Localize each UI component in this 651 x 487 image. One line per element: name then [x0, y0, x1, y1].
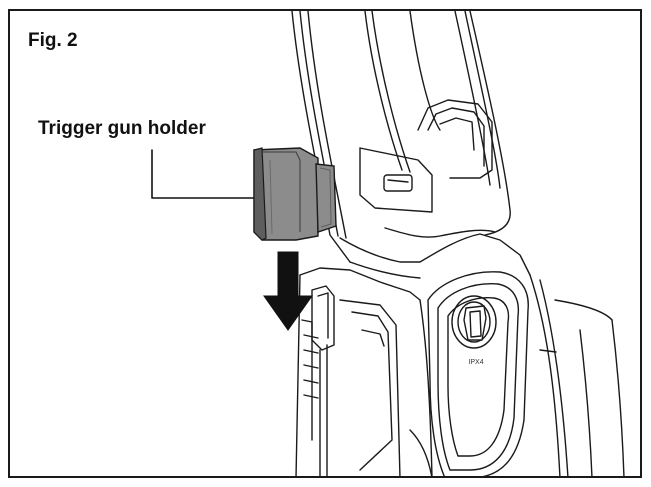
body-lower-lines: [409, 329, 593, 476]
ipx-badge: IPX4: [468, 359, 483, 366]
figure-frame: [8, 9, 642, 478]
grip-panel: [301, 299, 401, 476]
switch-knob-icon: [451, 295, 497, 349]
figure-label: Fig. 2: [28, 30, 78, 51]
arrow-down-icon: [263, 251, 313, 331]
clip-slot: [311, 285, 335, 476]
body-housing: [295, 267, 625, 476]
grip-knob: [417, 99, 493, 179]
callout-leader: [151, 149, 259, 199]
body-upper: [339, 227, 531, 279]
callout-label: Trigger gun holder: [38, 118, 206, 139]
latch-plate: [359, 147, 433, 213]
trigger-gun-holder: [253, 147, 337, 241]
